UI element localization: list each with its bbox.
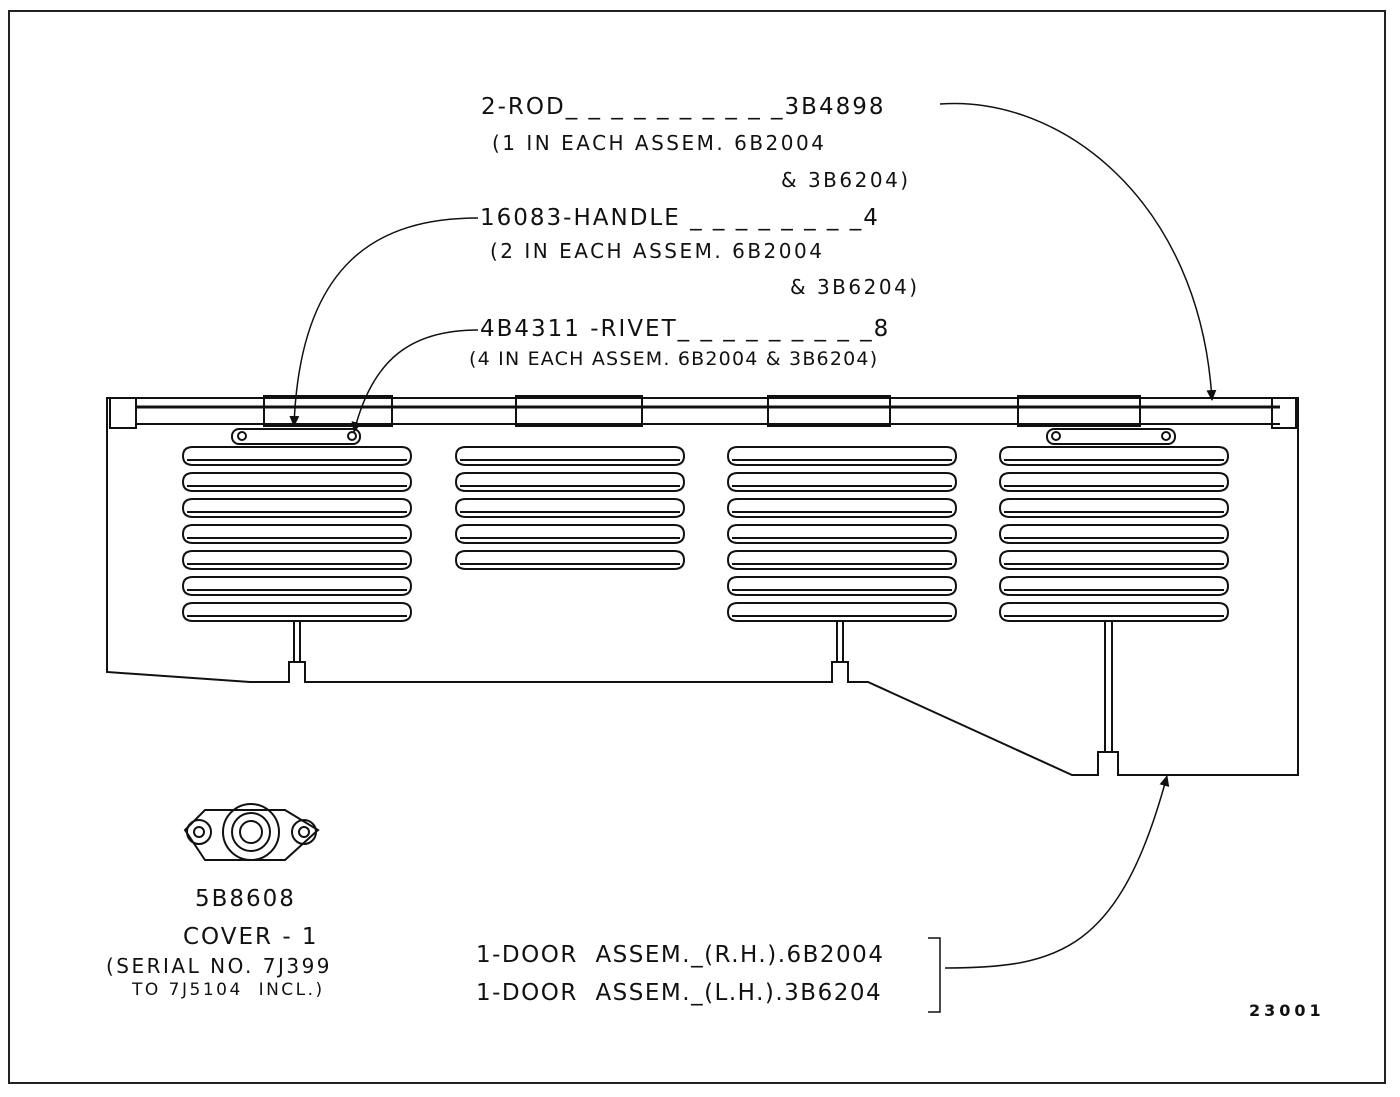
louver-1-1	[181, 446, 413, 466]
cover-5b8608	[183, 803, 320, 861]
louver-3-3	[726, 498, 958, 518]
louver-4-3	[998, 498, 1230, 518]
rod-note-2: & 3B6204)	[781, 168, 911, 192]
handle-leader	[289, 217, 479, 427]
drawing-border	[8, 10, 1386, 1084]
louver-4-4	[998, 524, 1230, 544]
louver-3-2	[726, 472, 958, 492]
handle-note-2: & 3B6204)	[790, 275, 920, 299]
louver-4-7	[998, 602, 1230, 622]
louver-4-5	[998, 550, 1230, 570]
handle-right	[1046, 428, 1176, 445]
rivet-left-2	[347, 431, 357, 441]
figure-number: 23001	[1249, 1001, 1325, 1020]
rivet-callout: 4B4311 -RIVET_ _ _ _ _ _ _ _ _8	[480, 316, 891, 342]
handle-note-1: (2 IN EACH ASSEM. 6B2004	[490, 239, 825, 263]
louver-1-3	[181, 498, 413, 518]
cover-part-no: 5B8608	[195, 886, 296, 912]
rod-note-1: (1 IN EACH ASSEM. 6B2004	[492, 131, 827, 155]
hinge-2	[515, 395, 643, 427]
rod-leader	[939, 102, 1217, 401]
louver-1-2	[181, 472, 413, 492]
door-rh-label: 1-DOOR ASSEM._(R.H.).6B2004	[476, 942, 885, 968]
louver-4-2	[998, 472, 1230, 492]
rivet-leader	[351, 329, 479, 433]
louver-2-2	[454, 472, 686, 492]
cover-serial-2: TO 7J5104 INCL.)	[132, 980, 325, 1000]
louver-4-6	[998, 576, 1230, 596]
louver-2-3	[454, 498, 686, 518]
louver-4-1	[998, 446, 1230, 466]
hinge-1	[263, 395, 393, 427]
louver-2-4	[454, 524, 686, 544]
handle-left	[231, 428, 361, 445]
louver-3-4	[726, 524, 958, 544]
rivet-right-2	[1161, 431, 1171, 441]
louver-3-5	[726, 550, 958, 570]
hinge-4	[1017, 395, 1141, 427]
door-leader	[944, 775, 1170, 969]
rivet-right-1	[1051, 431, 1061, 441]
cover-name: COVER - 1	[183, 924, 319, 950]
louver-3-1	[726, 446, 958, 466]
door-outline	[106, 397, 1299, 776]
louver-3-6	[726, 576, 958, 596]
rivet-left-1	[237, 431, 247, 441]
louver-3-7	[726, 602, 958, 622]
louver-1-5	[181, 550, 413, 570]
cover-serial-1: (SERIAL NO. 7J399	[106, 954, 333, 978]
rivet-note: (4 IN EACH ASSEM. 6B2004 & 3B6204)	[469, 348, 879, 370]
louver-2-1	[454, 446, 686, 466]
door-lh-label: 1-DOOR ASSEM._(L.H.).3B6204	[476, 980, 883, 1006]
rod-callout: 2-ROD_ _ _ _ _ _ _ _ _ _3B4898	[481, 94, 886, 120]
louver-1-4	[181, 524, 413, 544]
hinge-3	[767, 395, 891, 427]
louver-2-5	[454, 550, 686, 570]
louver-1-6	[181, 576, 413, 596]
handle-callout: 16083-HANDLE _ _ _ _ _ _ _ _4	[480, 205, 880, 231]
door-bracket	[928, 937, 941, 1013]
louver-1-7	[181, 602, 413, 622]
